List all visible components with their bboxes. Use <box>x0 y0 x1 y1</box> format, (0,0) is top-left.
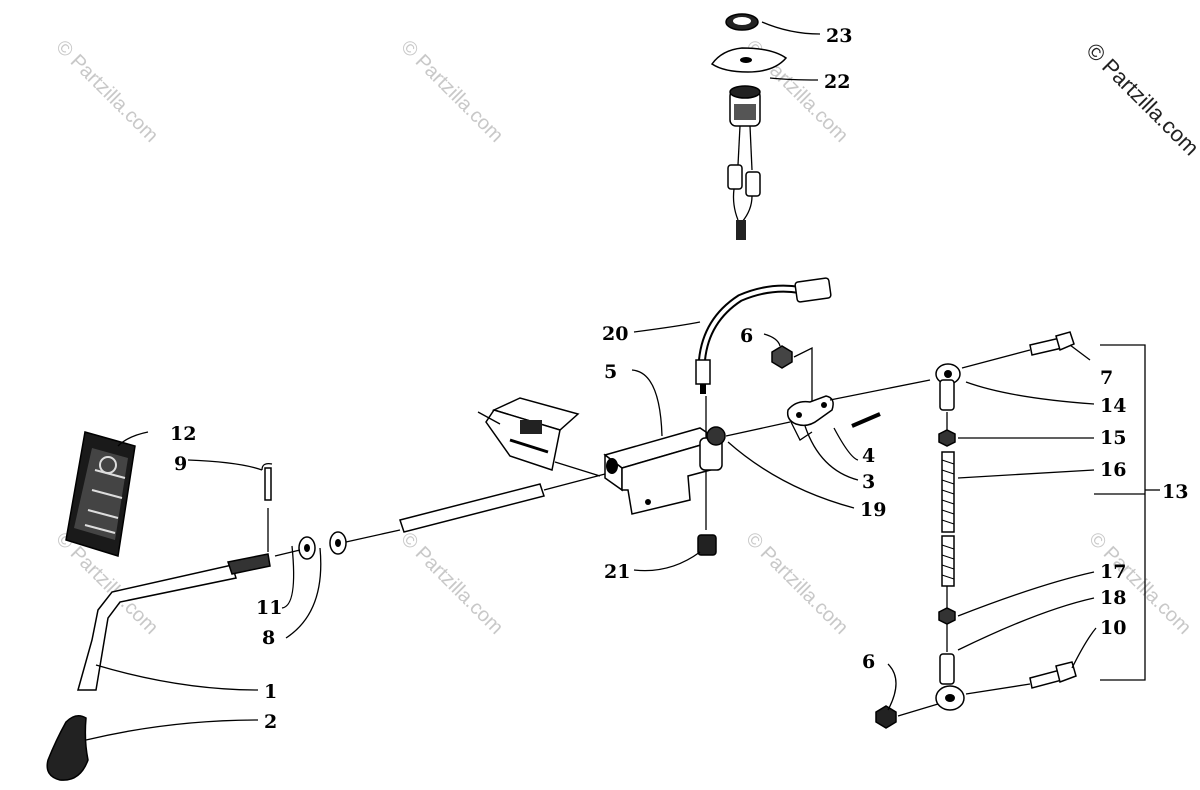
callout-9: 9 <box>174 453 187 475</box>
watermark: © Partzilla.com <box>396 36 507 147</box>
callout-19: 19 <box>860 499 886 521</box>
part-pad-block <box>485 397 580 471</box>
callout-17: 17 <box>1100 561 1126 583</box>
part-14-rod-end-upper <box>935 363 961 411</box>
callout-10: 10 <box>1100 617 1126 639</box>
part-19-nut <box>706 426 726 446</box>
part-22-gasket <box>710 47 788 73</box>
part-5-bracket <box>603 427 723 515</box>
part-15-nut <box>938 429 956 447</box>
part-2-knob <box>46 715 89 781</box>
callout-20: 20 <box>602 323 628 345</box>
callout-23: 23 <box>826 25 852 47</box>
part-21-screw <box>697 534 717 556</box>
callout-16: 16 <box>1100 459 1126 481</box>
callout-8: 8 <box>262 627 275 649</box>
callout-14: 14 <box>1100 395 1126 417</box>
callout-1: 1 <box>264 681 277 703</box>
callout-13: 13 <box>1162 481 1188 503</box>
callout-12: 12 <box>170 423 196 445</box>
callouts: 23 22 20 6 5 7 14 12 15 4 9 16 3 13 19 2… <box>170 25 1188 733</box>
callout-6-upper: 6 <box>740 325 753 347</box>
leader-lines <box>85 21 1145 741</box>
part-6-nut-upper <box>771 345 793 369</box>
callout-11: 11 <box>256 597 282 619</box>
part-10-bolt <box>1029 661 1077 689</box>
part-9-pin <box>261 462 273 501</box>
watermark: © Partzilla.com <box>741 528 852 639</box>
callout-6-lower: 6 <box>862 651 875 673</box>
callout-7: 7 <box>1100 367 1113 389</box>
part-17-nut <box>938 607 956 625</box>
part-7-bolt <box>1029 331 1075 356</box>
part-4-pin <box>851 412 881 428</box>
callout-4: 4 <box>862 445 875 467</box>
part-12-decal <box>65 431 136 557</box>
callout-2: 2 <box>264 711 277 733</box>
watermark: © Partzilla.com <box>396 528 507 639</box>
callout-5: 5 <box>604 361 617 383</box>
part-1-shift-lever <box>77 553 271 691</box>
part-18-rod-end-lower <box>935 653 965 711</box>
callout-15: 15 <box>1100 427 1126 449</box>
callout-3: 3 <box>862 471 875 493</box>
corner-watermark: © Partzilla.com <box>1081 38 1200 161</box>
part-20-cable <box>695 277 832 394</box>
part-3-lever-arm <box>786 395 834 441</box>
part-11-washer <box>298 536 316 560</box>
callout-18: 18 <box>1100 587 1126 609</box>
part-16-threaded-rod <box>941 451 955 587</box>
part-23-grommet <box>725 13 759 31</box>
part-shaft <box>399 483 545 533</box>
callout-21: 21 <box>604 561 630 583</box>
callout-22: 22 <box>824 71 850 93</box>
part-6-nut-lower <box>875 705 897 729</box>
watermark: © Partzilla.com <box>51 36 162 147</box>
part-8-washer <box>329 531 347 555</box>
part-22-switch <box>727 85 761 240</box>
assembly-bracket <box>1100 344 1146 681</box>
